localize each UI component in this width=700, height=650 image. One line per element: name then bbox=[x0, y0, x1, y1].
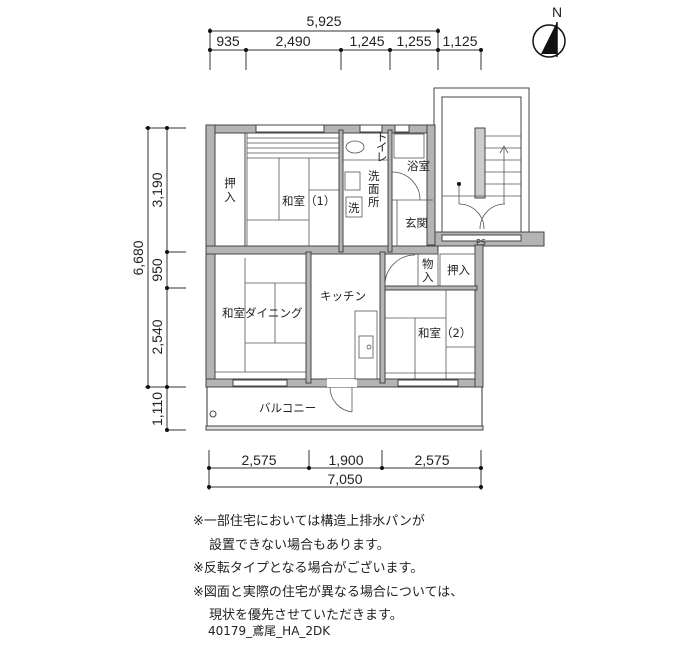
note-line: ※反転タイプとなる場合がございます。 bbox=[193, 561, 424, 576]
dim-top-1: 935 bbox=[216, 33, 240, 49]
dim-bottom-total: 7,050 bbox=[327, 471, 362, 487]
dim-bottom-3: 2,575 bbox=[414, 452, 449, 468]
dim-top-total: 5,925 bbox=[306, 13, 341, 29]
dim-bottom-1: 2,575 bbox=[241, 452, 276, 468]
label-bath: 浴室 bbox=[407, 159, 430, 173]
walls bbox=[205, 124, 484, 388]
label-toilet-3: レ bbox=[376, 150, 388, 164]
label-closet-left-1: 押 bbox=[224, 176, 236, 190]
label-washer: 洗 bbox=[348, 201, 360, 215]
note-line: ※一部住宅においては構造上排水パンが bbox=[193, 514, 425, 529]
balcony bbox=[205, 387, 484, 431]
label-toilet-1: ト bbox=[376, 130, 388, 144]
label-washroom-3: 所 bbox=[368, 195, 380, 209]
note-line: ※図面と実際の住宅が異なる場合については、 bbox=[193, 584, 464, 600]
dim-top-3: 1,245 bbox=[349, 33, 384, 49]
note-line: 設置できない場合もあります。 bbox=[209, 537, 390, 553]
label-storage-1: 物 bbox=[422, 257, 434, 271]
label-closet-right: 押入 bbox=[447, 263, 470, 277]
label-washitsu-2: 和室（2） bbox=[418, 326, 471, 340]
plan-caption: 40179_鳶尾_HA_2DK bbox=[208, 624, 331, 638]
dim-bottom-2: 1,900 bbox=[328, 452, 363, 468]
label-washroom-1: 洗 bbox=[368, 169, 380, 183]
dim-left-1: 3,190 bbox=[149, 172, 165, 207]
label-dining: 和室ダイニング bbox=[222, 306, 303, 320]
label-kitchen: キッチン bbox=[320, 289, 366, 303]
label-toilet-2: イ bbox=[376, 140, 388, 154]
top-dimensions: 5,925 935 2,490 1,245 1,255 1,125 bbox=[208, 13, 483, 70]
label-washroom-2: 面 bbox=[368, 182, 380, 196]
bottom-dimensions: 2,575 1,900 2,575 7,050 bbox=[207, 450, 483, 490]
room-labels: 押 入 和室（1） ト イ レ 洗 面 所 洗 浴室 玄関 物 入 押入 和室ダ… bbox=[222, 130, 471, 415]
dim-top-2: 2,490 bbox=[275, 33, 310, 49]
dim-left-2: 950 bbox=[149, 258, 165, 282]
dim-left-total: 6,680 bbox=[130, 240, 146, 275]
label-storage-2: 入 bbox=[422, 270, 434, 284]
label-entrance: 玄関 bbox=[405, 216, 428, 230]
dim-left-4: 1,110 bbox=[149, 392, 165, 426]
interior-lines bbox=[214, 132, 476, 413]
notes: ※一部住宅においては構造上排水パンが 設置できない場合もあります。 ※反転タイプ… bbox=[193, 510, 463, 628]
stairwell: PS bbox=[433, 87, 545, 247]
label-ps: PS bbox=[476, 238, 486, 247]
dim-top-5: 1,125 bbox=[442, 33, 477, 49]
north-compass-icon: N bbox=[532, 4, 566, 58]
note-line: 現状を優先させていただきます。 bbox=[209, 608, 403, 623]
dim-left-3: 2,540 bbox=[149, 319, 165, 354]
label-washitsu-1: 和室（1） bbox=[282, 194, 335, 208]
dim-top-4: 1,255 bbox=[396, 33, 431, 49]
left-dimensions: 6,680 3,190 950 2,540 1,110 bbox=[130, 126, 186, 432]
label-balcony: バルコニー bbox=[259, 401, 316, 415]
compass-label: N bbox=[552, 4, 562, 20]
label-closet-left-2: 入 bbox=[224, 190, 236, 204]
